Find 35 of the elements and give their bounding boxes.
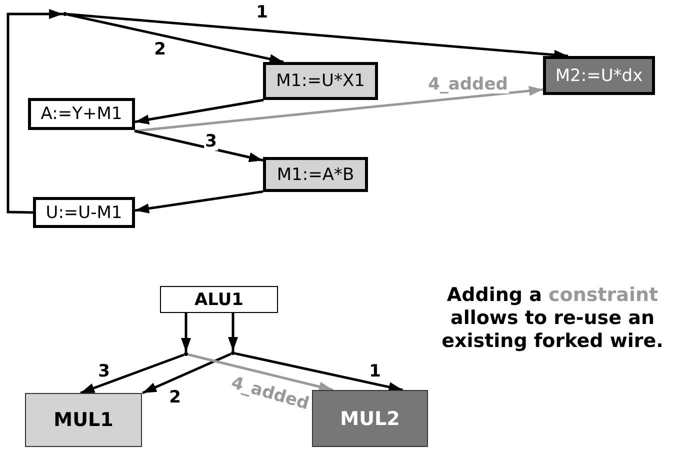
edge-label: 3 (97, 364, 111, 380)
process-box (160, 286, 278, 313)
arrow (80, 354, 184, 394)
node-label: A:=Y+M1 (40, 104, 122, 124)
edge-label: 4_added (427, 76, 509, 94)
junction-dot (63, 12, 67, 16)
process-box (28, 98, 135, 130)
process-box (543, 56, 655, 95)
arrow (142, 352, 232, 394)
arrow (134, 86, 544, 132)
arrow (6, 9, 63, 214)
edge-label: 3 (204, 134, 218, 150)
arrow (234, 352, 403, 392)
process-box (263, 157, 368, 192)
junction-dot (231, 351, 235, 355)
arrow (228, 313, 238, 351)
node-label: M1:=A*B (276, 164, 354, 184)
process-box (263, 62, 378, 100)
arrow (66, 13, 284, 64)
arrow (188, 353, 334, 392)
arrow (134, 98, 264, 124)
junction-dot (184, 352, 188, 356)
node-label: M2:=U*dx (555, 66, 643, 86)
process-box (33, 197, 135, 228)
node-label: ALU1 (194, 290, 244, 310)
arrow (181, 313, 191, 352)
node-label: MUL2 (340, 408, 400, 430)
process-box (25, 393, 142, 447)
arrow (134, 190, 264, 214)
node-label: MUL1 (54, 409, 114, 431)
node-label: U:=U-M1 (46, 202, 122, 222)
process-box (312, 390, 428, 447)
node-label: M1:=U*X1 (276, 71, 365, 91)
arrow (134, 130, 264, 162)
note-text: Adding a constraint allows to re-use an existing forked wire. (440, 284, 664, 352)
